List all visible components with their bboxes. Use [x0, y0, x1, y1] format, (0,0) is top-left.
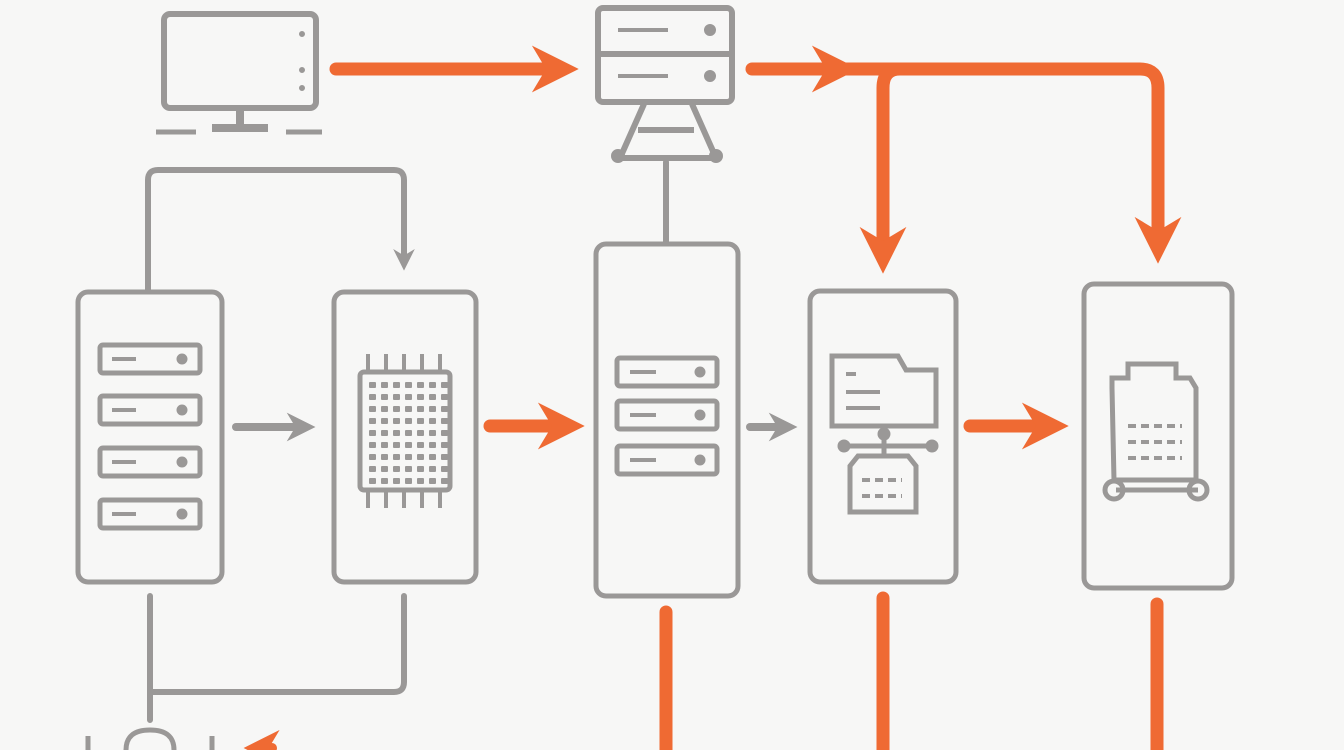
- chip-cell: [429, 430, 436, 436]
- chip-cell: [393, 478, 400, 484]
- chip-cell: [417, 478, 424, 484]
- processor-panel: [331, 289, 479, 585]
- chip-cell: [369, 466, 376, 472]
- monitor-icon: [156, 11, 322, 135]
- chip-cell: [369, 382, 376, 388]
- chip-cell: [393, 430, 400, 436]
- chip-cell: [369, 430, 376, 436]
- chip-cell: [393, 406, 400, 412]
- chip-cell: [393, 418, 400, 424]
- chip-cell: [393, 382, 400, 388]
- chip-cell: [417, 454, 424, 460]
- line-gateway-top-rail: [833, 62, 1182, 264]
- chip-cell: [381, 418, 388, 424]
- chip-cell: [381, 466, 388, 472]
- chip-cell: [417, 430, 424, 436]
- folder-network-panel: [807, 288, 959, 585]
- chip-cell: [429, 442, 436, 448]
- chip-cell: [429, 406, 436, 412]
- line-left-bottom-loop: [147, 593, 407, 723]
- chip-cell: [429, 394, 436, 400]
- chip-cell: [405, 454, 412, 460]
- chip-cell: [381, 442, 388, 448]
- chip-grid-icon: [357, 354, 453, 508]
- storage-panel: [1081, 281, 1235, 591]
- chip-cell: [405, 382, 412, 388]
- chip-cell: [405, 430, 412, 436]
- chip-cell: [441, 478, 448, 484]
- chip-cell: [381, 430, 388, 436]
- chip-cell: [381, 382, 388, 388]
- server-rack-icon: [614, 355, 720, 477]
- chip-cell: [393, 394, 400, 400]
- server-rack-icon: [97, 342, 203, 531]
- chip-cell: [393, 442, 400, 448]
- chip-cell: [393, 454, 400, 460]
- chip-cell: [405, 478, 412, 484]
- chip-cell: [369, 418, 376, 424]
- chip-cell: [369, 442, 376, 448]
- chip-cell: [441, 406, 448, 412]
- server-cabinet-center: [593, 241, 741, 599]
- chip-cell: [441, 454, 448, 460]
- chip-cell: [405, 406, 412, 412]
- chip-cells: [369, 382, 448, 484]
- chip-cell: [381, 394, 388, 400]
- chip-cell: [441, 382, 448, 388]
- chip-cell: [429, 454, 436, 460]
- chip-cell: [381, 406, 388, 412]
- chip-cell: [369, 454, 376, 460]
- chip-cell: [429, 382, 436, 388]
- chip-cell: [405, 418, 412, 424]
- chip-cell: [441, 430, 448, 436]
- chip-cell: [417, 406, 424, 412]
- chip-cell: [441, 466, 448, 472]
- connectors: [145, 45, 1182, 750]
- chip-cell: [441, 442, 448, 448]
- chip-cell: [381, 454, 388, 460]
- chip-cell: [429, 466, 436, 472]
- chip-cell: [441, 418, 448, 424]
- chip-cell: [417, 442, 424, 448]
- chip-cell: [369, 406, 376, 412]
- chip-cell: [417, 418, 424, 424]
- storage-device-icon: [1102, 361, 1210, 502]
- chip-cell: [429, 418, 436, 424]
- arrow-left-loop-top: [145, 167, 415, 293]
- chip-cell: [405, 442, 412, 448]
- chip-cell: [417, 466, 424, 472]
- chip-cell: [369, 478, 376, 484]
- server-cabinet-left: [75, 289, 225, 585]
- chip-cell: [429, 478, 436, 484]
- chip-cell: [393, 466, 400, 472]
- gateway-server-icon: [595, 5, 735, 163]
- chip-cell: [381, 478, 388, 484]
- arrow-rail-to-folder-panel: [859, 62, 907, 274]
- chip-cell: [405, 394, 412, 400]
- chip-cell: [441, 394, 448, 400]
- folder-network-icon: [829, 353, 939, 515]
- device-icon: [85, 727, 215, 750]
- chip-cell: [417, 394, 424, 400]
- chip-cell: [405, 466, 412, 472]
- chip-cell: [417, 382, 424, 388]
- chip-cell: [369, 394, 376, 400]
